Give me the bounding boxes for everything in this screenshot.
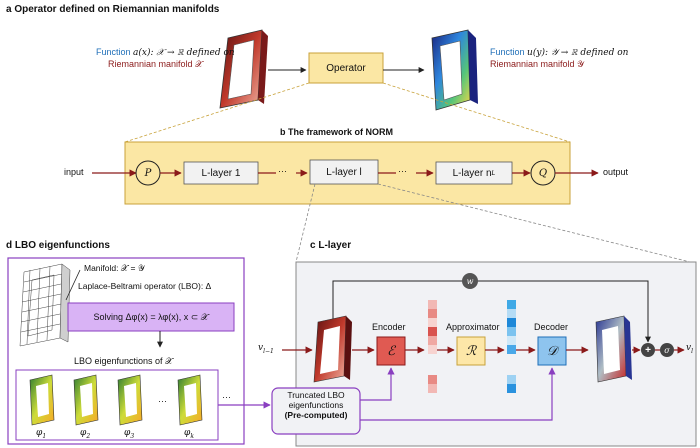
left-manifold-caption: Riemannian manifold 𝒳 <box>108 59 203 69</box>
phi-label-3: φ3 <box>124 428 135 440</box>
truncated-line-1: Truncated LBO <box>287 390 345 400</box>
latent-column-blue <box>507 300 516 393</box>
v-in-label: vl−1 <box>258 343 274 355</box>
latent-column-red <box>428 300 437 393</box>
solving-text: Solving Δφ(x) = λφ(x), x ⊂ 𝒳 <box>93 311 209 322</box>
phi-label-k: φk <box>184 428 194 440</box>
l-layer-l-box: L-layer l <box>310 160 378 184</box>
eigen-dots: ··· <box>158 396 167 406</box>
l-layer-1-label: L-layer 1 <box>201 167 241 179</box>
l-layer-l-label: L-layer l <box>326 166 362 178</box>
decoder-box <box>537 336 567 366</box>
output-label: output <box>603 167 629 177</box>
encoder-label: Encoder <box>372 322 406 332</box>
wireframe-manifold <box>19 263 71 347</box>
sigma-label: σ <box>664 345 670 355</box>
left-function-caption: Function a(x): 𝒳 → ℝ defined on <box>96 47 235 58</box>
sigma-node <box>660 343 674 357</box>
right-function-word: Function <box>490 47 525 57</box>
l-layer-1-box: L-layer 1 <box>184 162 258 184</box>
decoder-symbol: 𝒟 <box>546 343 558 359</box>
panel-d-title: d LBO eigenfunctions <box>6 240 110 251</box>
approximator-label: Approximator <box>446 322 500 332</box>
right-function-caption: Function u(y): 𝒴 → ℝ defined on <box>490 47 628 58</box>
eigen-shape-3 <box>117 374 143 426</box>
encoder-box <box>376 336 406 366</box>
input-manifold <box>313 315 352 383</box>
dots-left: ··· <box>278 166 287 176</box>
truncated-eigen-box <box>271 387 361 435</box>
panel-b-title: b The framework of NORM <box>280 127 394 137</box>
phi-label-2: φ2 <box>80 428 91 440</box>
panel-c-title: c L-layer <box>310 240 352 251</box>
manifold-text: Manifold: 𝒳 = 𝒴 <box>84 263 145 273</box>
w-node <box>462 273 478 289</box>
plus-label: + <box>645 344 651 356</box>
panel-a-title: a Operator defined on Riemannian manifol… <box>6 4 220 15</box>
operator-label: Operator <box>326 62 366 74</box>
l-layer-n-sub: L <box>491 169 496 177</box>
truncated-eigen-text: Truncated LBO eigenfunctions (Pre-comput… <box>272 390 360 421</box>
right-manifold-caption: Riemannian manifold 𝒴 <box>490 59 585 69</box>
p-label: P <box>144 167 152 179</box>
phi-label-1: φ1 <box>36 428 47 440</box>
dots-right: ··· <box>398 166 407 176</box>
left-function-formula: a(x): 𝒳 → ℝ defined on <box>133 48 235 58</box>
eigen-shape-k <box>177 374 203 426</box>
output-manifold <box>595 315 632 383</box>
encoder-symbol: ℰ <box>387 343 395 359</box>
decoder-label: Decoder <box>534 322 569 332</box>
input-label: input <box>64 167 84 177</box>
eigen-dots-outer: ··· <box>222 392 231 402</box>
operator-box <box>308 52 384 84</box>
w-label: w <box>466 276 474 286</box>
l-layer-n-label: L-layer n <box>452 167 492 179</box>
truncated-line-2: eigenfunctions <box>288 400 344 411</box>
truncated-line-3: (Pre-computed) <box>284 410 348 421</box>
lbo-text: Laplace-Beltrami operator (LBO): Δ <box>78 281 212 291</box>
left-function-word: Function <box>96 47 131 57</box>
approximator-symbol: ℛ <box>465 343 477 359</box>
q-label: Q <box>538 167 548 179</box>
eigen-shape-1 <box>29 374 55 426</box>
manifold-y-shape <box>431 29 478 111</box>
plus-node <box>641 343 655 357</box>
eigen-header: LBO eigenfunctions of 𝒳 <box>74 356 173 366</box>
eigen-shape-2 <box>73 374 99 426</box>
right-function-formula: u(y): 𝒴 → ℝ defined on <box>527 48 629 58</box>
v-out-label: vl <box>686 343 694 355</box>
manifold-x-shape <box>219 29 268 109</box>
approximator-box <box>456 336 486 366</box>
solving-box <box>67 302 235 332</box>
